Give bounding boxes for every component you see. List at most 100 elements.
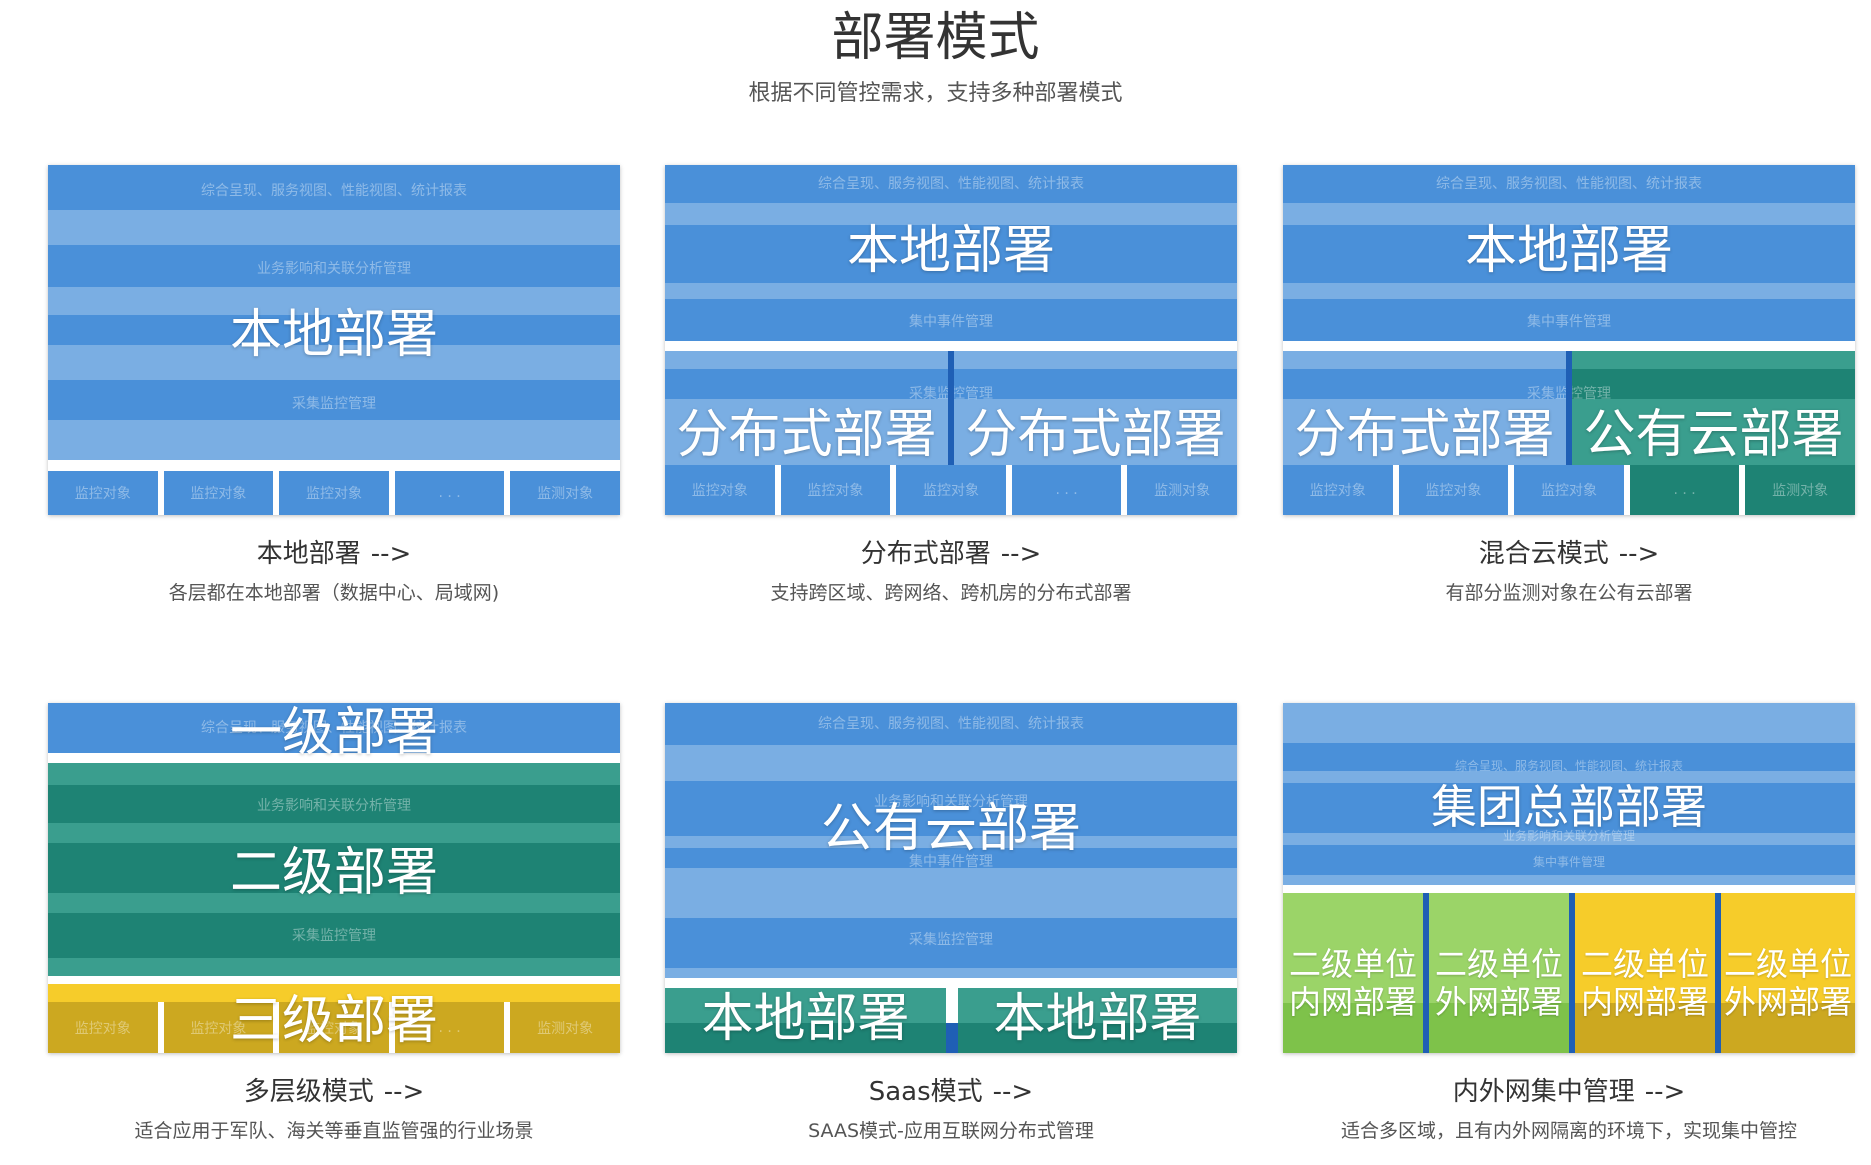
- distributed-deployment-label: 分布式部署: [1294, 405, 1555, 465]
- card-title[interactable]: Saas模式 -->: [665, 1071, 1237, 1108]
- monitor-object-cell: 监测对象: [1745, 465, 1855, 515]
- ellipsis-cell: . . .: [1629, 465, 1740, 515]
- unit-label: 二级单位: [1723, 945, 1852, 983]
- card-title[interactable]: 分布式部署 -->: [665, 533, 1237, 570]
- distributed-deployment-diagram: 综合呈现、服务视图、性能视图、统计报表 集中事件管理 采集监控管理 本地部署 分…: [665, 165, 1237, 515]
- card-hybrid-cloud[interactable]: 综合呈现、服务视图、性能视图、统计报表 集中事件管理 采集监控管理 本地部署 分…: [1283, 165, 1855, 625]
- local-deployment-label: 本地部署: [993, 989, 1202, 1049]
- layer-collect-label: 采集监控管理: [292, 396, 376, 412]
- local-deployment-label: 本地部署: [846, 221, 1055, 281]
- monitor-objects-row: 监控对象 监控对象 监控对象 . . . 监测对象: [48, 471, 620, 515]
- card-title[interactable]: 混合云模式 -->: [1283, 533, 1855, 570]
- layer-presentation-label: 综合呈现、服务视图、性能视图、统计报表: [818, 716, 1084, 732]
- card-saas[interactable]: 综合呈现、服务视图、性能视图、统计报表 业务影响和关联分析管理 集中事件管理 采…: [665, 703, 1237, 1163]
- group-hq-deployment-label: 集团总部部署: [1431, 780, 1707, 834]
- card-title-text: 分布式部署: [860, 539, 991, 569]
- unit-label: 二级单位: [1580, 945, 1709, 983]
- page-title: 部署模式: [831, 8, 1040, 68]
- arrow-icon: -->: [992, 1077, 1034, 1107]
- level3-deployment-label: 三级部署: [229, 991, 438, 1051]
- card-local-deployment[interactable]: 综合呈现、服务视图、性能视图、统计报表 业务影响和关联分析管理 采集监控管理 本…: [48, 165, 620, 625]
- monitor-object-cell: 监控对象: [279, 1002, 389, 1053]
- monitor-objects-row: 监控对象 监控对象 监控对象 . . . 监测对象: [665, 465, 1237, 515]
- card-distributed-deployment[interactable]: 综合呈现、服务视图、性能视图、统计报表 集中事件管理 采集监控管理 本地部署 分…: [665, 165, 1237, 625]
- card-title[interactable]: 内外网集中管理 -->: [1283, 1071, 1855, 1108]
- intranet-deployment-label: 内网部署: [1580, 983, 1709, 1021]
- arrow-icon: -->: [1644, 1077, 1686, 1107]
- card-description: 各层都在本地部署（数据中心、局域网): [168, 582, 500, 604]
- card-description: SAAS模式-应用互联网分布式管理: [808, 1120, 1094, 1142]
- layer-event-label: 集中事件管理: [909, 314, 993, 330]
- level1-deployment-label: 一级部署: [229, 703, 438, 763]
- monitor-objects-row: 监控对象 监控对象 监控对象 . . . 监测对象: [48, 1002, 620, 1053]
- arrow-icon: -->: [1618, 539, 1660, 569]
- page-subtitle: 根据不同管控需求，支持多种部署模式: [748, 81, 1123, 106]
- layer-business-label: 业务影响和关联分析管理: [257, 798, 411, 814]
- ellipsis-cell: . . .: [394, 1002, 505, 1053]
- multi-level-diagram: 综合呈现、服务视图、性能视图、统计报表 业务影响和关联分析管理 采集监控管理 监…: [48, 703, 620, 1053]
- card-description: 支持跨区域、跨网络、跨机房的分布式部署: [770, 582, 1132, 604]
- monitor-object-cell: 监控对象: [163, 1002, 274, 1053]
- layer-event-label: 集中事件管理: [1532, 855, 1605, 869]
- layer-presentation-label: 综合呈现、服务视图、性能视图、统计报表: [201, 183, 467, 199]
- monitor-object-cell: 监测对象: [510, 471, 620, 515]
- intranet-extranet-diagram: 综合呈现、服务视图、性能视图、统计报表 业务影响和关联分析管理 集中事件管理 集…: [1283, 703, 1855, 1053]
- arrow-icon: -->: [1000, 539, 1042, 569]
- layer-business-label: 业务影响和关联分析管理: [257, 261, 411, 277]
- unit-label: 二级单位: [1288, 945, 1417, 983]
- monitor-object-cell: 监控对象: [665, 465, 775, 515]
- layer-presentation-label: 综合呈现、服务视图、性能视图、统计报表: [1454, 759, 1683, 773]
- card-title-text: 混合云模式: [1478, 539, 1609, 569]
- monitor-object-cell: 监测对象: [1127, 465, 1237, 515]
- hybrid-cloud-diagram: 综合呈现、服务视图、性能视图、统计报表 集中事件管理 采集监控管理 本地部署 分…: [1283, 165, 1855, 515]
- layer-collect-label: 采集监控管理: [909, 932, 993, 948]
- monitor-object-cell: 监控对象: [1514, 465, 1624, 515]
- monitor-object-cell: 监控对象: [48, 1002, 158, 1053]
- distributed-deployment-label: 分布式部署: [965, 405, 1226, 465]
- card-title[interactable]: 多层级模式 -->: [48, 1071, 620, 1108]
- monitor-object-cell: 监控对象: [780, 465, 891, 515]
- layer-business-label: 业务影响和关联分析管理: [874, 794, 1028, 810]
- layer-collect-label: 采集监控管理: [292, 928, 376, 944]
- public-cloud-deployment-label: 公有云部署: [1583, 405, 1844, 465]
- local-deployment-diagram: 综合呈现、服务视图、性能视图、统计报表 业务影响和关联分析管理 采集监控管理 本…: [48, 165, 620, 515]
- extranet-deployment-label: 外网部署: [1434, 983, 1563, 1021]
- intranet-deployment-label: 内网部署: [1288, 983, 1417, 1021]
- card-title-text: 本地部署: [256, 539, 361, 569]
- monitor-object-cell: 监控对象: [1283, 465, 1393, 515]
- monitor-object-cell: 监控对象: [163, 471, 274, 515]
- ellipsis-cell: . . .: [1011, 465, 1122, 515]
- level2-deployment-label: 二级部署: [229, 843, 438, 903]
- card-title-text: Saas模式: [868, 1077, 983, 1107]
- monitor-object-cell: 监测对象: [510, 1002, 620, 1053]
- monitor-object-cell: 监控对象: [896, 465, 1006, 515]
- layer-event-label: 集中事件管理: [909, 854, 993, 870]
- monitor-object-cell: 监控对象: [279, 471, 389, 515]
- saas-diagram: 综合呈现、服务视图、性能视图、统计报表 业务影响和关联分析管理 集中事件管理 采…: [665, 703, 1237, 1053]
- card-multi-level[interactable]: 综合呈现、服务视图、性能视图、统计报表 业务影响和关联分析管理 采集监控管理 监…: [48, 703, 620, 1163]
- layer-presentation-label: 综合呈现、服务视图、性能视图、统计报表: [818, 176, 1084, 192]
- card-description: 适合应用于军队、海关等垂直监管强的行业场景: [134, 1120, 534, 1142]
- card-description: 有部分监测对象在公有云部署: [1445, 582, 1693, 604]
- arrow-icon: -->: [383, 1077, 425, 1107]
- unit-label: 二级单位: [1434, 945, 1563, 983]
- layer-business-label: 业务影响和关联分析管理: [1502, 829, 1635, 843]
- monitor-objects-row: 监控对象 监控对象 监控对象 . . . 监测对象: [1283, 465, 1855, 515]
- arrow-icon: -->: [370, 539, 412, 569]
- card-title[interactable]: 本地部署 -->: [48, 533, 620, 570]
- local-deployment-label: 本地部署: [1464, 221, 1673, 281]
- distributed-deployment-label: 分布式部署: [676, 405, 937, 465]
- card-description: 适合多区域，且有内外网隔离的环境下，实现集中管控: [1340, 1120, 1797, 1142]
- layer-presentation-label: 综合呈现、服务视图、性能视图、统计报表: [1436, 176, 1702, 192]
- monitor-object-cell: 监控对象: [1398, 465, 1509, 515]
- ellipsis-cell: . . .: [394, 471, 505, 515]
- local-deployment-label: 本地部署: [229, 305, 438, 365]
- card-title-text: 多层级模式: [243, 1077, 374, 1107]
- extranet-deployment-label: 外网部署: [1723, 983, 1852, 1021]
- public-cloud-deployment-label: 公有云部署: [820, 799, 1081, 859]
- layer-presentation-label: 综合呈现、服务视图、性能视图、统计报表: [201, 720, 467, 736]
- layer-event-label: 集中事件管理: [1527, 314, 1611, 330]
- card-title-text: 内外网集中管理: [1452, 1077, 1635, 1107]
- card-intranet-extranet[interactable]: 综合呈现、服务视图、性能视图、统计报表 业务影响和关联分析管理 集中事件管理 集…: [1283, 703, 1855, 1163]
- local-deployment-label: 本地部署: [701, 989, 910, 1049]
